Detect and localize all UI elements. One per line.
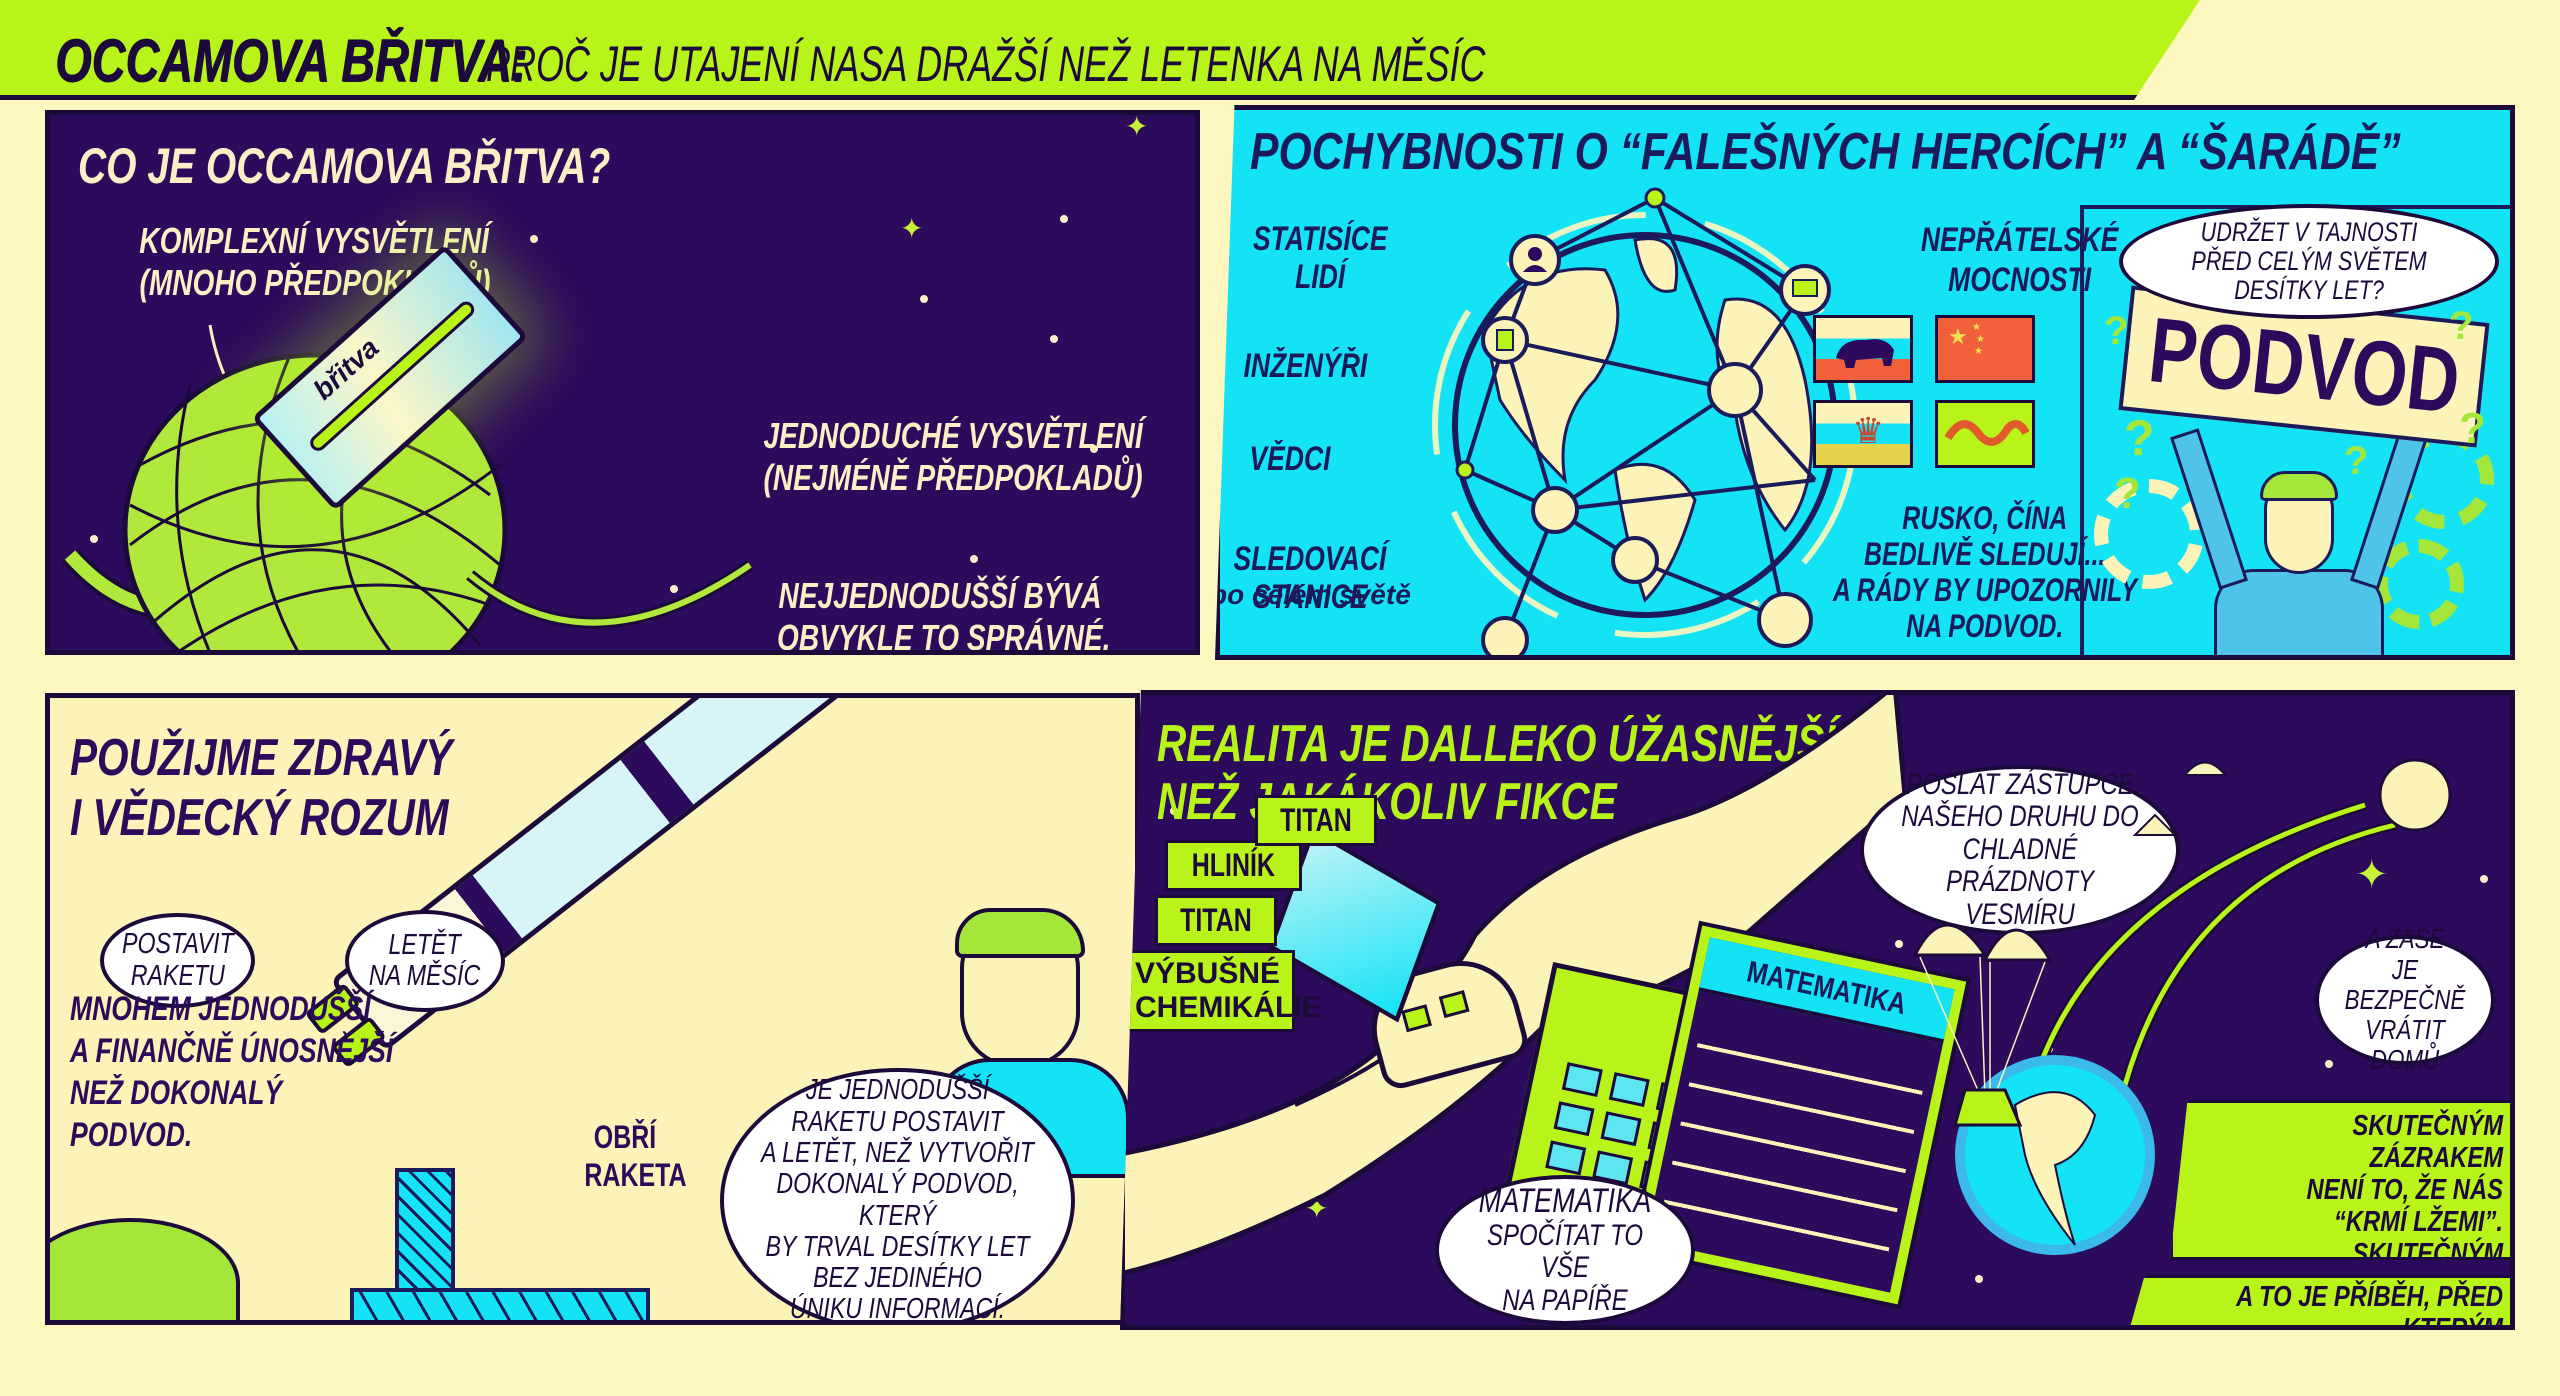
sparkle-icon: ✦ [1125, 111, 1149, 142]
question-mark-icon: ? [2459, 404, 2486, 453]
panel-fake-actors: POCHYBNOSTI O “FALEŠNÝCH HERCÍCH” A “ŠAR… [1215, 105, 2515, 660]
label-hundreds-of-thousands: STATISÍCE LIDÍ [1252, 220, 1388, 296]
gear-icon [2094, 479, 2204, 589]
conclusion-text: NEJJEDNODUŠŠÍ BÝVÁ OBVYKLE TO SPRÁVNÉ. [777, 575, 1111, 655]
page-subtitle: PROČ JE UTAJENÍ NASA DRAŽŠÍ NEŽ LETENKA … [485, 36, 1486, 92]
man-shirt [2214, 569, 2384, 655]
label-engineers: INŽENÝŘI [1243, 347, 1367, 385]
question-mark-icon: ? [2449, 304, 2474, 348]
dragon-flag-icon [1935, 400, 2035, 468]
tag-titanium-left: TITAN [1155, 895, 1277, 946]
label-hostile-powers: NEPŘÁTELSKÉ MOCNOSTI [1921, 221, 2119, 299]
panel-reality: ✦ ✦ ✦ REALITA JE DALLEKO ÚŽASNĚJŠÍ NEŽ J… [1120, 690, 2515, 1330]
giant-rocket-label: OBŘÍ RAKETA [584, 1119, 687, 1193]
final-caption: A TO JE PŘÍBĚH, PŘED KTERÝM MUSÍM SMEKNO… [2125, 1275, 2510, 1325]
launch-platform [350, 1288, 650, 1320]
return-home-bubble: A ZASE JE BEZPEČNĚ VRÁTIT DOMŮ [2315, 924, 2495, 1075]
title-banner: OCCAMOVA BŘITVA: PROČ JE UTAJENÍ NASA DR… [0, 0, 2200, 100]
sparkle-icon: ✦ [900, 213, 924, 244]
enemies-caption: RUSKO, ČÍNA BEDLIVĚ SLEDUJÍ... A RÁDY BY… [1832, 500, 2138, 644]
panel-heading: CO JE OCCAMOVA BŘITVA? [78, 138, 611, 194]
moon-trajectory-illustration [1912, 758, 2452, 1255]
miracle-caption: SKUTEČNÝM ZÁZRAKEM NENÍ TO, ŽE NÁS “KRMÍ… [2170, 1100, 2510, 1260]
panel-common-sense: POUŽIJME ZDRAVÝ I VĚDECKÝ ROZUM POSTAVIT… [45, 693, 1140, 1325]
podvod-inset-frame: PODVOD UDRŽET V TAJNOSTI PŘED CELÝM SVĚT… [2080, 204, 2510, 655]
exhaust-cloud [50, 1218, 240, 1320]
man-hair [955, 908, 1085, 958]
simple-explanation-label: JEDNODUCHÉ VYSVĚTLENÍ (NEJMÉNĚ PŘEDPOKLA… [763, 415, 1143, 498]
panel-occam-razor: ✦ ✦ CO JE OCCAMOVA BŘITVA? KOMPLEXNÍ VYS… [45, 110, 1200, 655]
china-flag-icon: ★ ★ ★ ★ [1935, 315, 2035, 383]
tag-aluminum: HLINÍK [1165, 840, 1302, 891]
tag-titanium-top: TITAN [1255, 795, 1377, 846]
secrecy-speech-bubble: UDRŽET V TAJNOSTI PŘED CELÝM SVĚTEM DESÍ… [2119, 204, 2499, 319]
panel-heading-line2: NEŽ JAKÁKOLIV FIKCE [1157, 773, 1617, 831]
panel-heading-line1: REALITA JE DALLEKO ÚŽASNĚJŠÍ [1157, 715, 1836, 773]
question-mark-icon: ? [2104, 309, 2129, 353]
question-mark-icon: ? [2114, 469, 2141, 518]
page-title: OCCAMOVA BŘITVA: [55, 27, 528, 94]
send-to-space-bubble: POSLAT ZÁSTUPCE NAŠEHO DRUHU DO CHLADNÉ … [1860, 765, 2180, 935]
question-mark-icon: ? [2124, 410, 2155, 466]
math-speech-bubble: MATEMATIKA SPOČÍTAT TO VŠE NA PAPÍŘE [1435, 1175, 1695, 1325]
panel-heading-line2: I VĚDECKÝ ROZUM [70, 789, 449, 847]
tag-explosive-chemicals: VÝBUŠNÉ CHEMIKÁLIE [1125, 950, 1322, 1032]
panel-heading: POCHYBNOSTI O “FALEŠNÝCH HERCÍCH” A “ŠAR… [1250, 123, 2401, 181]
man-hair [2260, 471, 2338, 501]
question-mark-icon: ? [2344, 439, 2369, 483]
label-tracking-stations: SLEDOVACÍ STANICE po celém světě [1215, 540, 1411, 616]
sparkle-icon: ✦ [2355, 853, 2389, 897]
man-speech-bubble: JE JEDNODUŠŠÍ RAKETU POSTAVIT A LETĚT, N… [720, 1068, 1075, 1320]
panel-heading-line1: POUŽIJME ZDRAVÝ [70, 729, 453, 787]
bear-flag-icon [1813, 315, 1913, 383]
russia-eagle-flag-icon: ♛ [1813, 400, 1913, 468]
label-scientists: VĚDCI [1249, 440, 1331, 478]
cheaper-text: MNOHEM JEDNODUŠŠÍ A FINANČNĚ ÚNOSNĚJŠÍ N… [70, 990, 394, 1154]
